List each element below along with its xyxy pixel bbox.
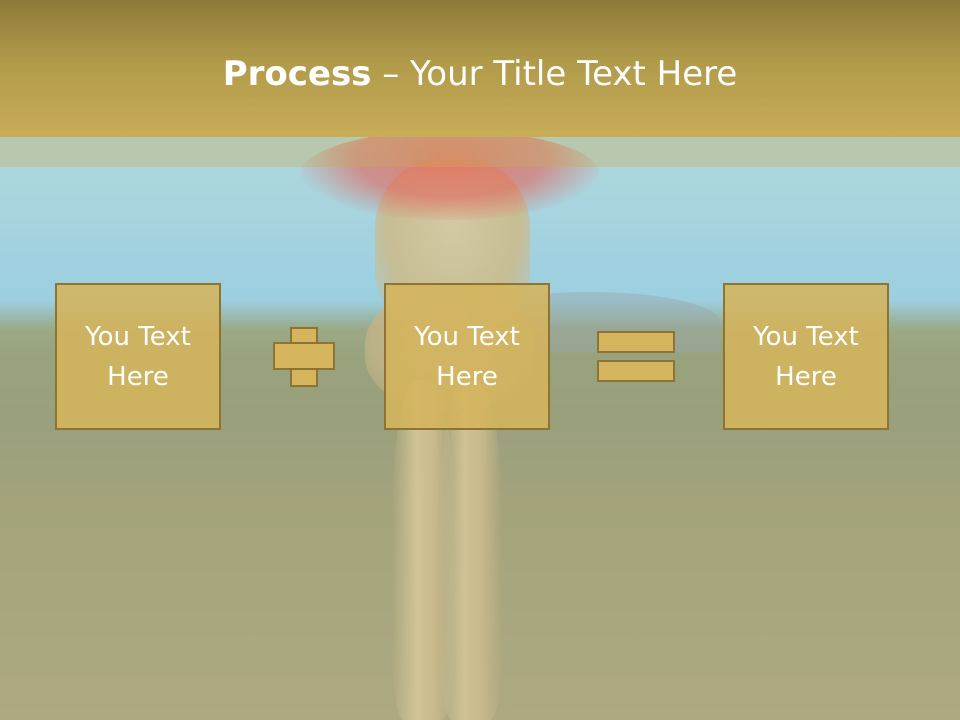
plus-icon-center: [292, 344, 316, 368]
title-banner: [0, 0, 960, 137]
process-box-3[interactable]: You Text Here: [723, 283, 889, 430]
process-box-1[interactable]: You Text Here: [55, 283, 221, 430]
figure-leg-right: [440, 380, 502, 720]
equals-icon-bottom-bar: [597, 360, 675, 382]
slide-title: Process – Your Title Text Here: [0, 52, 960, 96]
process-box-1-text: You Text Here: [85, 321, 191, 392]
title-rest: – Your Title Text Here: [371, 54, 738, 94]
title-bold: Process: [222, 54, 372, 94]
process-box-2-text: You Text Here: [414, 321, 520, 392]
process-box-2[interactable]: You Text Here: [384, 283, 550, 430]
red-scarf: [300, 130, 600, 220]
equals-icon-top-bar: [597, 331, 675, 353]
process-box-3-text: You Text Here: [753, 321, 859, 392]
banner-translucent-strip: [0, 137, 960, 167]
